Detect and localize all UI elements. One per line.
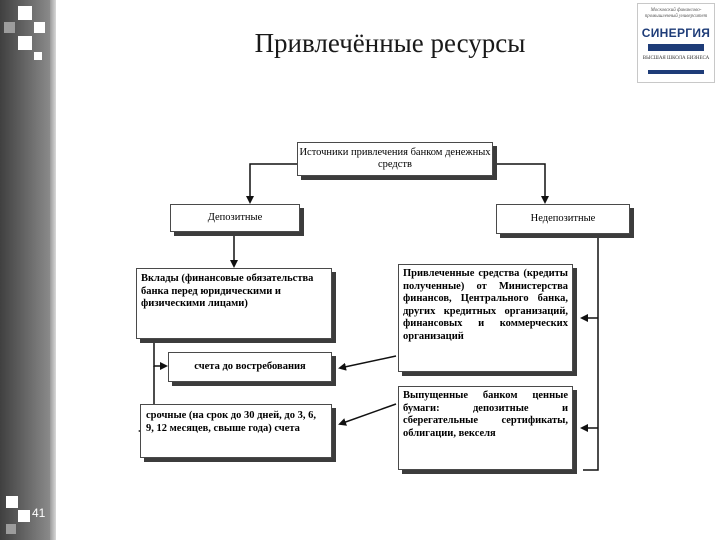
logo-band xyxy=(648,44,704,51)
connector-vklady-demand xyxy=(153,339,168,370)
nondeposit-box: Недепозитные xyxy=(496,204,630,234)
arrow-securities-to-term xyxy=(338,403,397,426)
securities-box: Выпущенные банком ценные бумаги: депозит… xyxy=(398,386,573,470)
vklady-box: Вклады (финансовые обязательства банка п… xyxy=(136,268,332,339)
synergy-logo: Московский финансово-промышленный универ… xyxy=(637,3,715,83)
decor-square xyxy=(18,36,32,50)
slide-number: 41 xyxy=(32,506,46,520)
decor-square xyxy=(6,496,18,508)
decor-square xyxy=(34,22,45,33)
demand-accounts-box: счета до востребования xyxy=(168,352,332,382)
decor-square xyxy=(34,52,42,60)
logo-band xyxy=(648,70,704,74)
decor-square xyxy=(18,510,30,522)
connector-root-nondeposit xyxy=(493,163,549,204)
arrow-borrowed-to-demand xyxy=(338,355,397,371)
decor-square xyxy=(4,22,15,33)
logo-brand: СИНЕРГИЯ xyxy=(641,26,711,40)
connector-root-deposit xyxy=(246,163,297,204)
deposit-box: Депозитные xyxy=(170,204,300,232)
left-decor-rule xyxy=(50,0,56,540)
left-decor-bar xyxy=(0,0,50,540)
connector-nondeposit-items xyxy=(583,234,599,471)
logo-sub-text: ВЫСШАЯ ШКОЛА БИЗНЕСА xyxy=(642,56,710,61)
decor-square xyxy=(6,524,16,534)
term-accounts-box: срочные (на срок до 30 дней, до 3, 6, 9,… xyxy=(140,404,332,458)
decor-square xyxy=(18,6,32,20)
borrowed-funds-box: Привлеченные средства (кредиты полученны… xyxy=(398,264,573,372)
root-box: Источники привлечения банком денежных ср… xyxy=(297,142,493,176)
page-title: Привлечённые ресурсы xyxy=(254,28,526,58)
logo-top-text: Московский финансово-промышленный универ… xyxy=(644,8,708,19)
